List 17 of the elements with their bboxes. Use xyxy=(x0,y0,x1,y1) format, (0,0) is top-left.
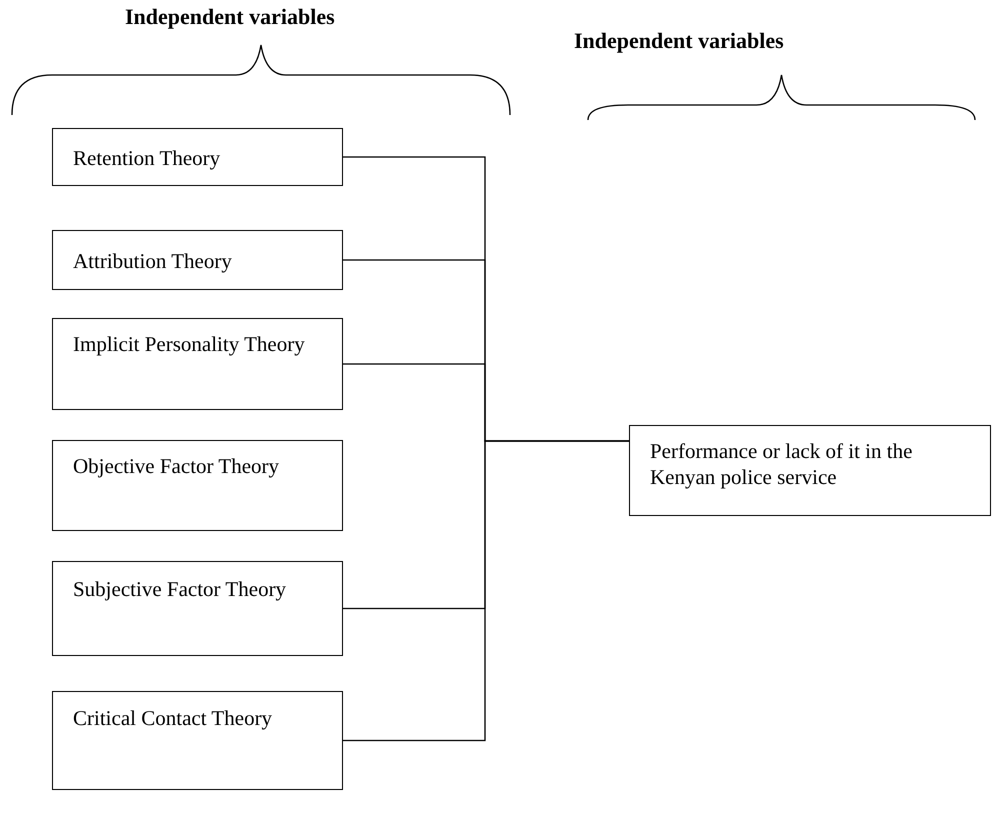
box-label: Performance or lack of it in the Kenyan police service xyxy=(650,438,914,490)
box-label: Attribution Theory xyxy=(73,248,232,274)
box-label: Subjective Factor Theory xyxy=(73,576,286,602)
text-box xyxy=(52,230,343,290)
box-label: Objective Factor Theory xyxy=(73,453,280,479)
box-label: Retention Theory xyxy=(73,145,220,171)
text-box xyxy=(52,318,343,410)
box-label: Critical Contact Theory xyxy=(73,705,272,731)
text-box xyxy=(52,691,343,790)
text-box xyxy=(52,440,343,531)
text-box xyxy=(52,128,343,186)
heading: Independent variables xyxy=(574,28,784,54)
heading: Independent variables xyxy=(125,4,335,30)
connector-line xyxy=(343,440,629,742)
box-label: Implicit Personality Theory xyxy=(73,331,305,357)
text-box xyxy=(629,425,991,516)
text-box xyxy=(52,561,343,656)
